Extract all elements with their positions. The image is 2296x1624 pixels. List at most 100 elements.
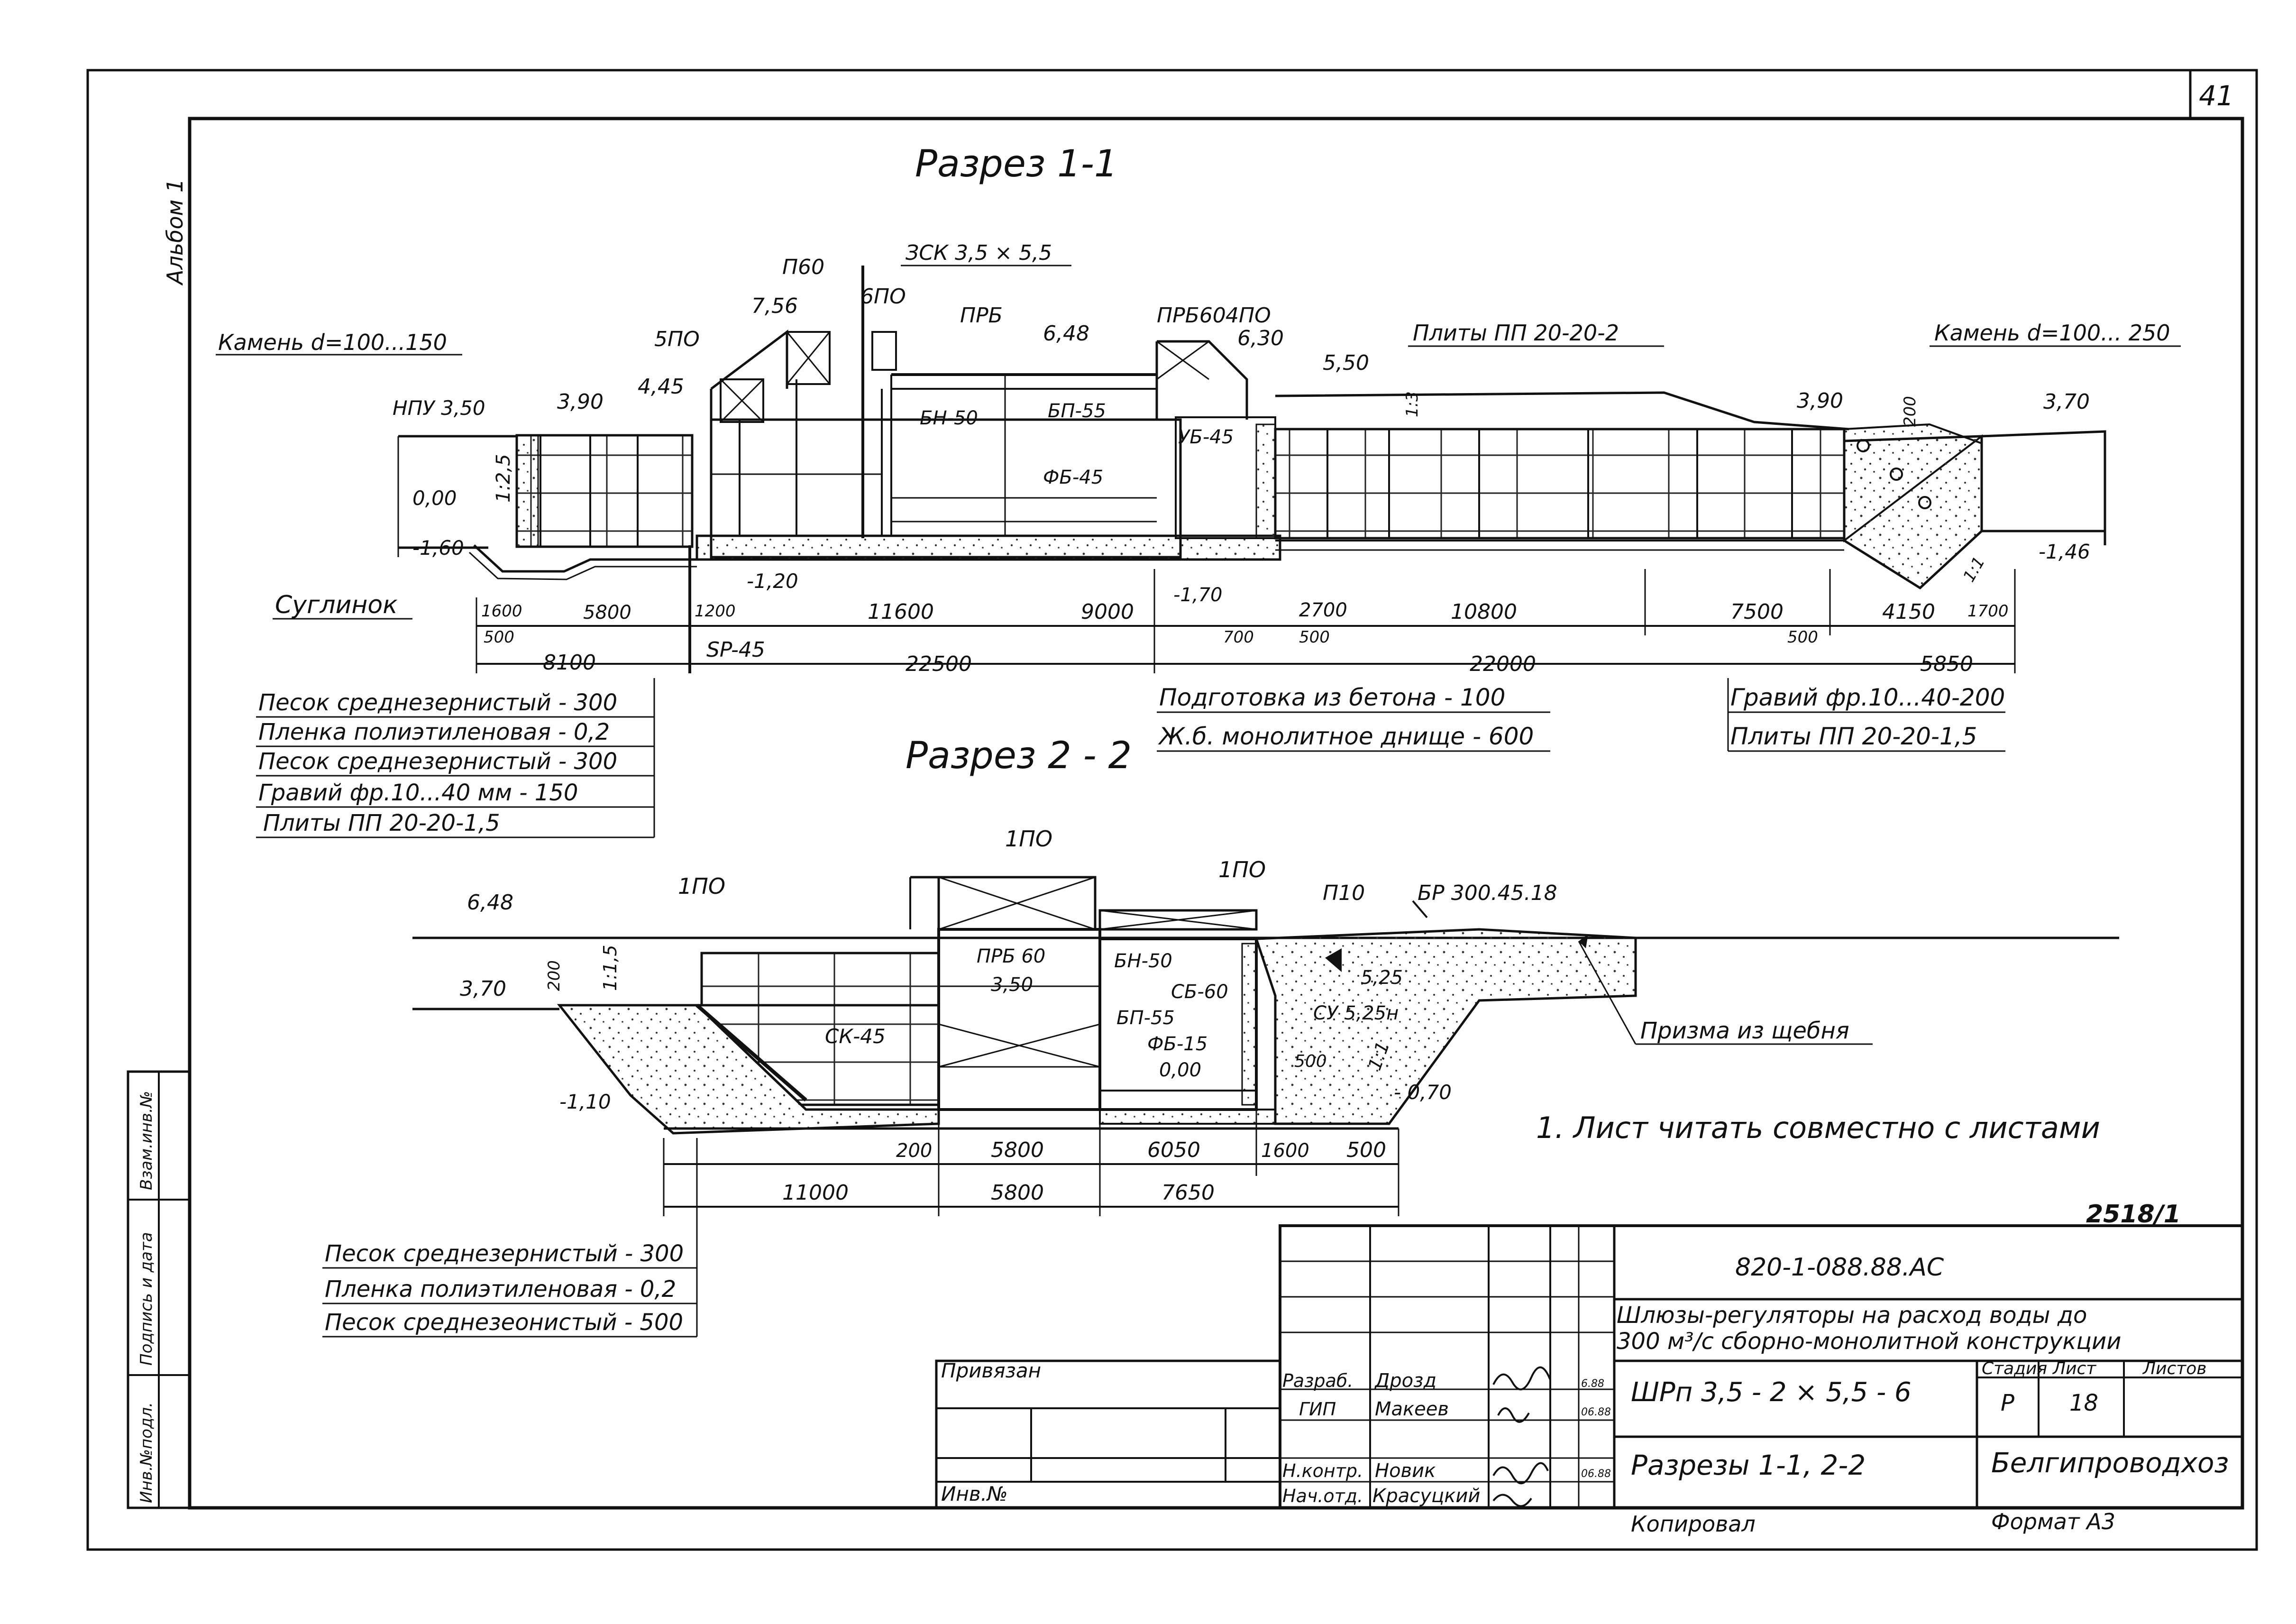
- tb-format: Формат А3: [1991, 1509, 2115, 1534]
- label-550: 5,50: [1323, 351, 1369, 375]
- dim: 10800: [1451, 600, 1517, 624]
- side-label-inventory: Инв.№подл.: [137, 1402, 156, 1503]
- label-d200: 200: [1901, 396, 1920, 427]
- label-p10: П10: [1323, 881, 1365, 905]
- label-390b: 3,90: [1797, 389, 1843, 413]
- dim: 1200: [695, 602, 736, 621]
- album-label: Альбом 1: [162, 179, 188, 286]
- dim: 1700: [1967, 602, 2009, 621]
- section1-drawing: [397, 266, 2106, 673]
- label-d200: 200: [545, 960, 564, 991]
- label-ub45: УБ-45: [1178, 426, 1234, 448]
- tb-sheet: 18: [2069, 1390, 2098, 1416]
- tb-inv: Инв.№: [941, 1482, 1008, 1505]
- label-6po: 6ПО: [860, 284, 906, 309]
- section2-legend: Песок среднезернистый - 300 Пленка полиэ…: [322, 1138, 698, 1338]
- tb-bound: Привязан: [941, 1359, 1041, 1382]
- tb-date: 06.88: [1581, 1468, 1611, 1480]
- label-fb15: ФБ-15: [1147, 1033, 1207, 1055]
- dim: 7500: [1730, 600, 1784, 624]
- label-m120: -1,20: [747, 569, 798, 593]
- label-slope1: 1:1,5: [600, 945, 621, 991]
- tb-sheets-header: Листов: [2142, 1359, 2206, 1378]
- label-zsk: ЗСК 3,5 × 5,5: [906, 241, 1052, 265]
- dim: 8100: [543, 651, 596, 675]
- label-m110: -1,10: [559, 1090, 611, 1113]
- dim: 11600: [868, 600, 934, 624]
- label-1po-a: 1ПО: [1005, 826, 1052, 852]
- tb-stage-header: Стадия: [1982, 1359, 2047, 1378]
- tb-name: Новик: [1375, 1460, 1436, 1482]
- label-stone1: Камень d=100...150: [218, 330, 447, 355]
- dim: 1600: [1261, 1140, 1309, 1162]
- section1-title: Разрез 1-1: [915, 143, 1117, 185]
- tb-role: Нач.отд.: [1282, 1486, 1363, 1506]
- dim: 200: [896, 1140, 932, 1162]
- label-bn50: БН-50: [920, 407, 978, 429]
- label-bp55: БП-55: [1048, 400, 1106, 422]
- label-000: 0,00: [1159, 1059, 1201, 1081]
- label-stone2: Камень d=100... 250: [1934, 320, 2170, 346]
- section1-legend-left: Песок среднезернистый - 300 Пленка полиэ…: [256, 678, 655, 838]
- tb-stage: Р: [2001, 1390, 2014, 1416]
- tb-role: Разраб.: [1282, 1370, 1353, 1391]
- label-plates-top: Плиты ПП 20-20-2: [1413, 320, 1619, 346]
- legend-item: Пленка полиэтиленовая - 0,2: [258, 719, 610, 745]
- sheet-number: 41: [2199, 80, 2234, 112]
- tb-section-title: Разрезы 1-1, 2-2: [1631, 1449, 1866, 1481]
- section2-title: Разрез 2 - 2: [906, 734, 1132, 777]
- side-label-signature: Подпись и дата: [137, 1232, 156, 1366]
- label-4po: 4ПО: [1226, 303, 1271, 328]
- label-sb60: СБ-60: [1171, 981, 1228, 1003]
- tb-sheet-header: Лист: [2052, 1359, 2096, 1378]
- tb-name: Красуцкий: [1372, 1485, 1480, 1507]
- label-prism: Призма из щебня: [1640, 1018, 1849, 1044]
- dim: 6050: [1147, 1138, 1200, 1162]
- label-bp55: БП-55: [1116, 1007, 1175, 1029]
- dim: 2700: [1299, 599, 1347, 621]
- label-m070: - 0,70: [1394, 1081, 1452, 1104]
- dim: 5850: [1920, 652, 1973, 676]
- label-slope3: 1:1: [1959, 553, 1989, 585]
- tb-design: ШРп 3,5 - 2 × 5,5 - 6: [1631, 1377, 1912, 1408]
- label-sk45: СК-45: [825, 1025, 886, 1048]
- label-370: 3,70: [2043, 390, 2090, 414]
- label-648: 6,48: [1043, 321, 1089, 346]
- dim: 500: [1299, 628, 1330, 647]
- label-sp45: SP-45: [706, 638, 765, 662]
- tb-date: 6.88: [1581, 1378, 1604, 1390]
- legend-item: Подготовка из бетона - 100: [1159, 684, 1505, 711]
- label-bn50: БН-50: [1114, 950, 1172, 972]
- label-su: СУ 5,25н: [1313, 1002, 1399, 1024]
- legend-item: Песок среднезеонистый - 500: [325, 1309, 683, 1336]
- label-1po-b: 1ПО: [678, 873, 725, 899]
- section2-dims: 200 5800 6050 1600 500 11000 5800 7650: [782, 1138, 1386, 1205]
- label-d500: 500: [1294, 1052, 1327, 1071]
- approval-strip: [127, 1070, 191, 1509]
- label-350: 3,50: [991, 974, 1033, 996]
- label-fb45: ФБ-45: [1043, 467, 1103, 488]
- stamp-number: 2518/1: [2086, 1200, 2181, 1229]
- label-m170: -1,70: [1173, 584, 1223, 606]
- tb-copied: Копировал: [1631, 1511, 1756, 1537]
- label-slope1: 1:2,5: [493, 454, 514, 503]
- label-000: 0,00: [412, 486, 457, 510]
- label-445: 4,45: [638, 375, 684, 399]
- dim: 22000: [1470, 652, 1536, 676]
- section1-legend-mid: Подготовка из бетона - 100 Ж.б. монолитн…: [1157, 684, 1550, 752]
- legend-item: Песок среднезернистый - 300: [258, 689, 617, 716]
- tb-name: Макеев: [1375, 1398, 1449, 1420]
- section2-drawing: [412, 876, 2119, 1216]
- section1-legend-right: Гравий фр.10...40-200 Плиты ПП 20-20-1,5: [1727, 678, 2005, 752]
- dim: 7650: [1162, 1181, 1215, 1205]
- label-p60: П60: [782, 255, 824, 279]
- dim: 4150: [1882, 600, 1935, 624]
- label-m146: -1,46: [2039, 540, 2090, 563]
- tb-code: 820-1-088.88.АС: [1735, 1253, 1944, 1282]
- label-390a: 3,90: [557, 390, 604, 414]
- dim: 700: [1223, 628, 1254, 647]
- dim: 5800: [583, 602, 631, 624]
- note-text: 1. Лист читать совместно с листами: [1536, 1110, 2100, 1145]
- section2-labels: 1ПО 1ПО 1ПО 6,48 П10 БР 300.45.18 ПРБ 60…: [460, 826, 1873, 1113]
